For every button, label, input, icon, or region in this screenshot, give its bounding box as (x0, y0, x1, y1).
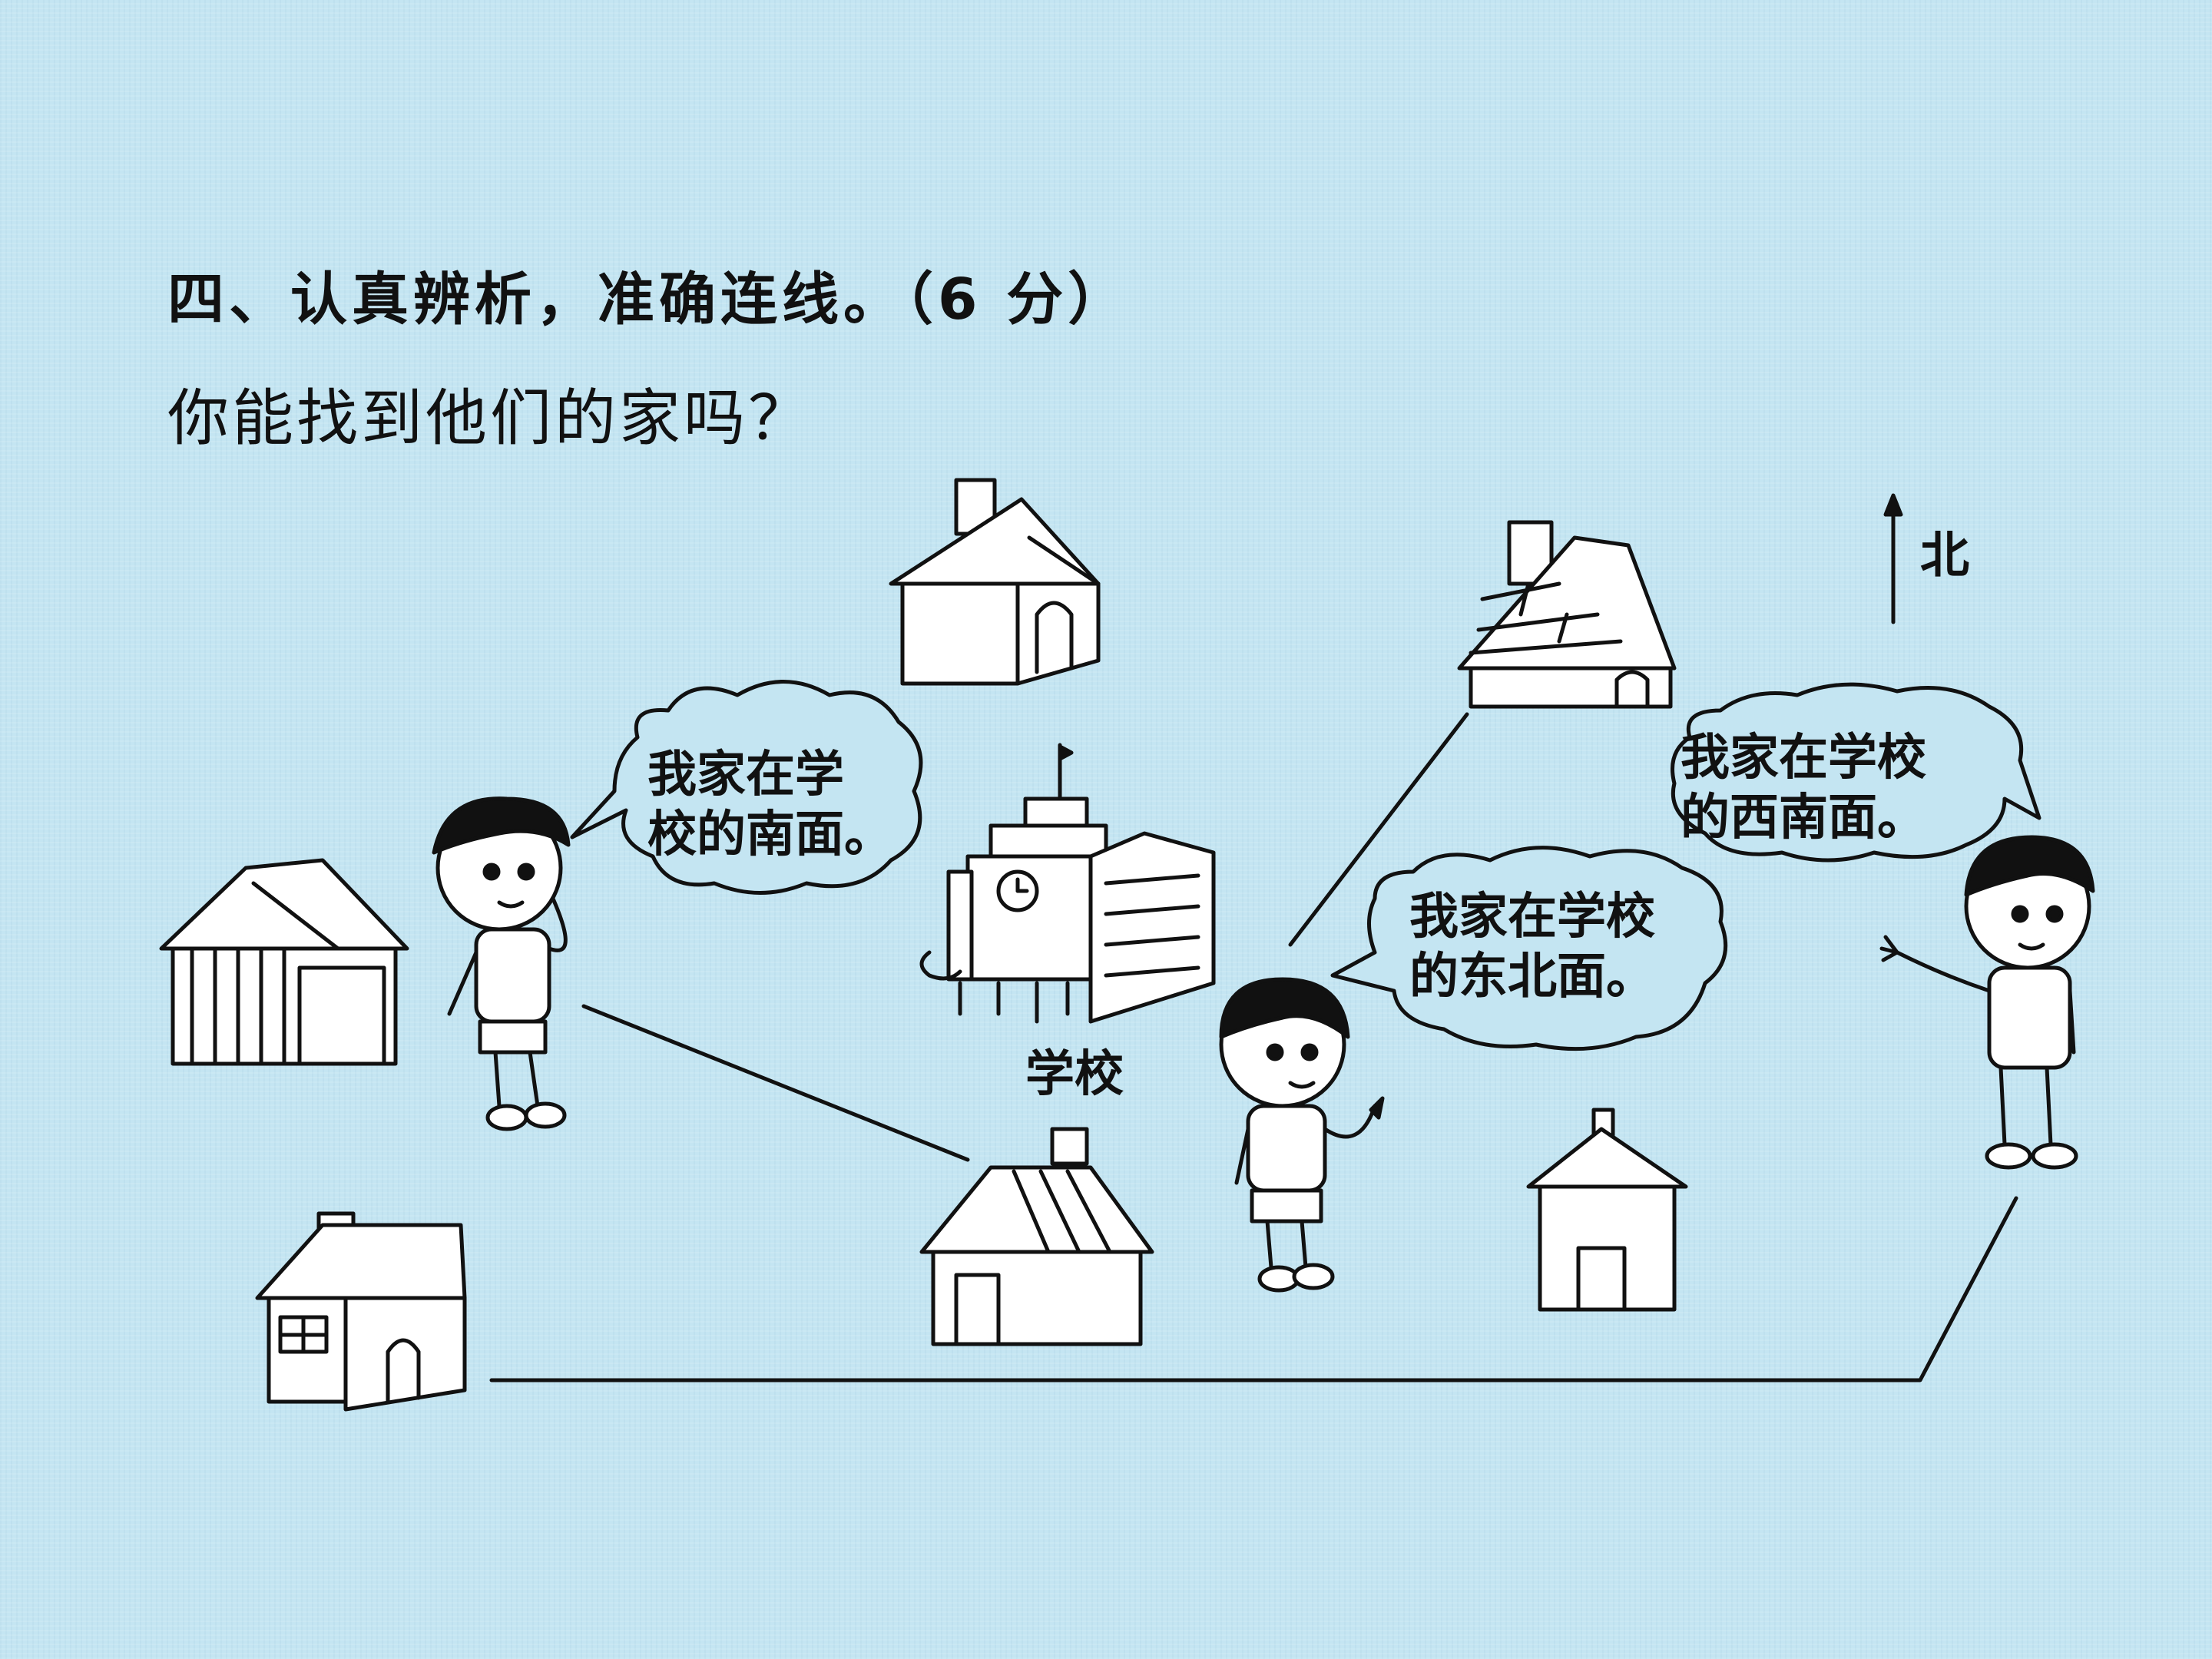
line-boy2-to-northeast-house (1288, 712, 1469, 947)
line-boy3-to-southwest-house (489, 1196, 2018, 1382)
house-southeast[interactable] (1526, 1108, 1688, 1312)
speech-bubble-right (1671, 682, 2041, 863)
line-boy1-to-south-house (581, 1004, 970, 1162)
speech-bubble-left-line1: 我家在学 (647, 747, 844, 803)
speech-bubble-left (570, 680, 923, 895)
house-southwest[interactable] (255, 1211, 467, 1412)
house-north[interactable] (889, 478, 1101, 686)
boy-left[interactable] (432, 796, 571, 1131)
house-south[interactable] (919, 1127, 1154, 1346)
speech-bubble-left-line2: 校的南面。 (647, 806, 893, 863)
compass-north-arrow (1883, 493, 1903, 624)
school-label: 学校 (1025, 1046, 1124, 1103)
compass-north-label: 北 (1920, 528, 1969, 584)
speech-bubble-center-line2: 的东北面。 (1409, 949, 1655, 1005)
school-building[interactable] (919, 743, 1216, 1024)
boy-right[interactable] (1879, 835, 2095, 1170)
speech-bubble-center-line1: 我家在学校 (1409, 889, 1655, 945)
connection-lines (489, 712, 2018, 1382)
house-northeast[interactable] (1457, 520, 1677, 709)
speech-bubble-right-line2: 的西南面。 (1681, 790, 1926, 846)
speech-bubble-center (1330, 846, 1728, 1051)
question-heading: 四、认真辨析，准确连线。（6 分） (167, 267, 1130, 333)
speech-bubble-right-line1: 我家在学校 (1681, 730, 1926, 786)
question-prompt: 你能找到他们的家吗？ (167, 382, 813, 454)
house-west[interactable] (159, 858, 409, 1066)
boy-center[interactable] (1219, 977, 1385, 1293)
